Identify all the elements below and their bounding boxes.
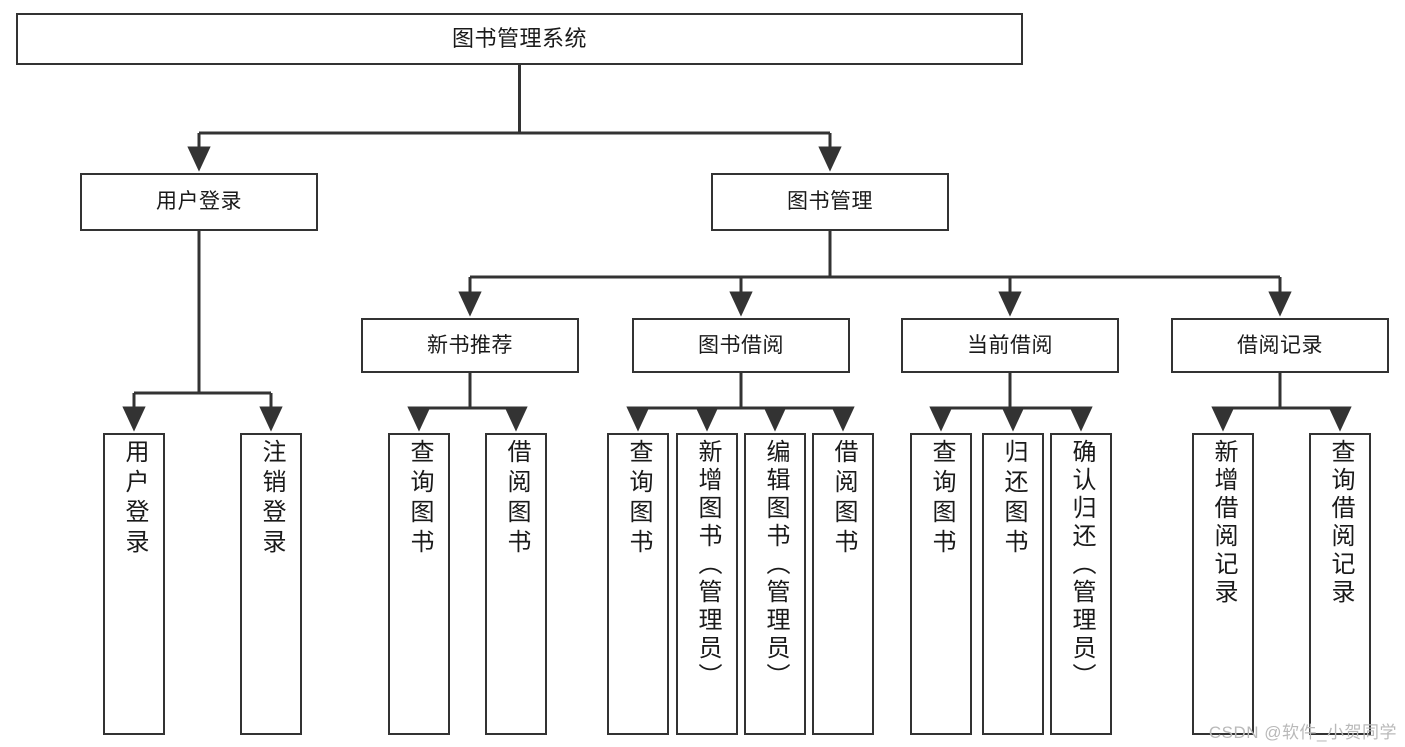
node-borrow-record-label: 借阅记录 [1237,333,1323,357]
node-current-borrow[interactable]: 当前借阅 [901,318,1119,373]
node-leaf-edit-book-admin-label: 编辑图书（管理员） [762,439,789,691]
node-root[interactable]: 图书管理系统 [16,13,1023,65]
node-leaf-add-borrow-record[interactable]: 新增借阅记录 [1192,433,1254,735]
node-current-borrow-label: 当前借阅 [967,333,1053,357]
node-leaf-return-book-label: 归还图书 [1000,439,1027,559]
node-leaf-recommend-borrow-book[interactable]: 借阅图书 [485,433,547,735]
node-leaf-user-login[interactable]: 用户登录 [103,433,165,735]
node-leaf-return-book[interactable]: 归还图书 [982,433,1044,735]
node-root-label: 图书管理系统 [451,25,587,51]
node-leaf-current-query-book-label: 查询图书 [928,439,955,559]
node-user-login[interactable]: 用户登录 [80,173,318,231]
node-new-book-recommend[interactable]: 新书推荐 [361,318,579,373]
node-leaf-borrow-book-label: 借阅图书 [830,439,857,559]
node-leaf-borrow-book[interactable]: 借阅图书 [812,433,874,735]
node-leaf-confirm-return-admin[interactable]: 确认归还（管理员） [1050,433,1112,735]
node-leaf-query-borrow-record[interactable]: 查询借阅记录 [1309,433,1371,735]
node-leaf-add-book-admin-label: 新增图书（管理员） [694,439,721,691]
node-leaf-current-query-book[interactable]: 查询图书 [910,433,972,735]
node-leaf-add-borrow-record-label: 新增借阅记录 [1210,439,1237,607]
node-leaf-recommend-query-book-label: 查询图书 [406,439,433,559]
node-leaf-recommend-query-book[interactable]: 查询图书 [388,433,450,735]
node-leaf-borrow-query-book-label: 查询图书 [625,439,652,559]
node-leaf-query-borrow-record-label: 查询借阅记录 [1327,439,1354,607]
node-leaf-user-logout-label: 注销登录 [258,439,285,559]
node-leaf-confirm-return-admin-label: 确认归还（管理员） [1068,439,1095,691]
node-leaf-user-login-label: 用户登录 [121,439,148,559]
node-leaf-recommend-borrow-book-label: 借阅图书 [503,439,530,559]
node-new-book-recommend-label: 新书推荐 [427,333,513,357]
node-borrow-record[interactable]: 借阅记录 [1171,318,1389,373]
node-book-manage[interactable]: 图书管理 [711,173,949,231]
node-leaf-add-book-admin[interactable]: 新增图书（管理员） [676,433,738,735]
node-book-borrow-label: 图书借阅 [698,333,784,357]
csdn-watermark: CSDN @软件_小贺同学 [1208,723,1397,742]
node-leaf-edit-book-admin[interactable]: 编辑图书（管理员） [744,433,806,735]
node-user-login-label: 用户登录 [156,190,242,214]
node-leaf-user-logout[interactable]: 注销登录 [240,433,302,735]
node-book-manage-label: 图书管理 [787,190,873,214]
node-book-borrow[interactable]: 图书借阅 [632,318,850,373]
node-leaf-borrow-query-book[interactable]: 查询图书 [607,433,669,735]
